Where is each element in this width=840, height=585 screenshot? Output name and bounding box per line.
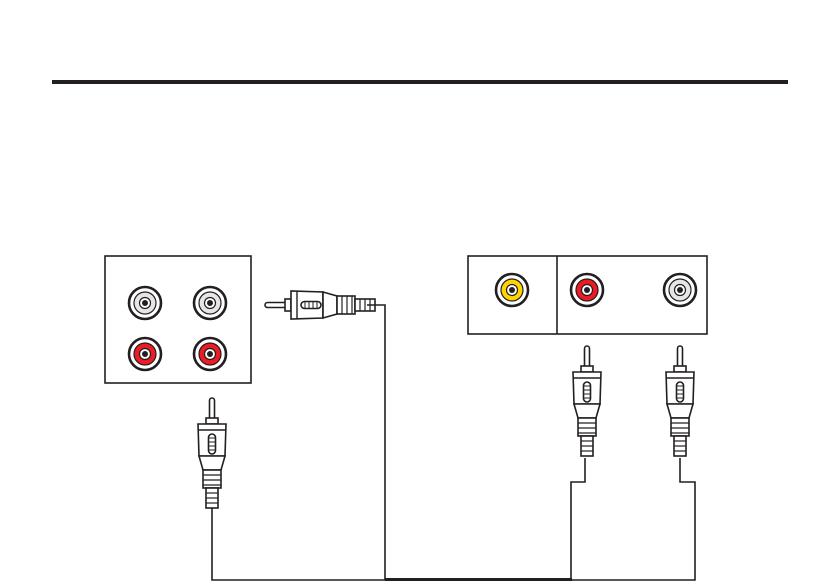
cable-junction-bar <box>385 578 572 581</box>
rca-jack-white-icon <box>129 287 161 319</box>
header-rule <box>52 80 788 84</box>
right-device-panel <box>468 256 707 334</box>
rca-plug-icon <box>573 346 601 456</box>
left-panel-frame <box>105 256 251 383</box>
rca-jack-red-icon <box>194 338 226 370</box>
rca-jack-red-icon <box>129 338 161 370</box>
cable-right-plug-1 <box>571 458 585 580</box>
cable-right-plug-2 <box>572 458 695 580</box>
rca-plug-icon <box>198 398 226 508</box>
cable-horizontal-plug <box>367 305 385 580</box>
rca-plug-icon <box>666 346 694 456</box>
cable-left-plug <box>212 508 385 580</box>
left-device-panel <box>105 256 251 383</box>
rca-plug-icon <box>265 291 375 319</box>
cable-lines <box>212 305 695 581</box>
rca-jack-white-icon <box>664 274 696 306</box>
rca-jack-red-icon <box>571 274 603 306</box>
rca-jack-white-icon <box>194 287 226 319</box>
rca-jack-yellow-icon <box>496 274 528 306</box>
